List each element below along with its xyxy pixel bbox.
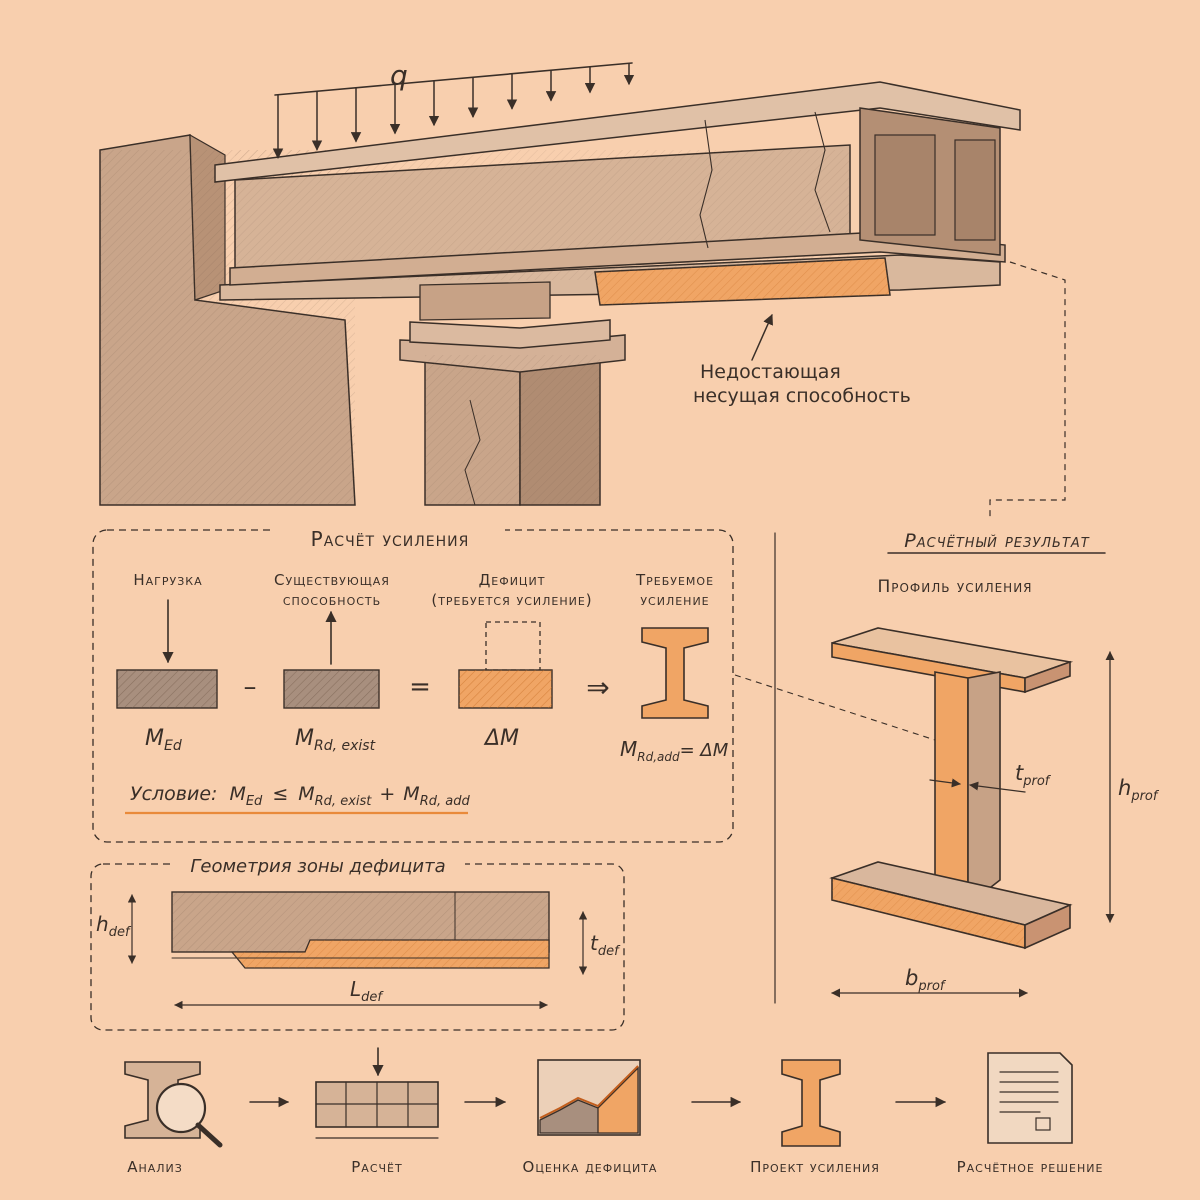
workflow-step-label: Расчёт: [351, 1158, 402, 1176]
top-slab: [214, 81, 1021, 183]
calc-required-profile-icon: [641, 627, 709, 719]
structure-illustration: [99, 81, 1021, 506]
reinforcement-project-icon: [781, 1059, 841, 1147]
document-icon: [987, 1052, 1073, 1144]
distributed-load: [272, 62, 635, 160]
missing-capacity-line2: несущая способность: [693, 385, 911, 407]
calc-deficit-label-2: (требуется усиление): [431, 591, 592, 609]
workflow-step-label: Проект усиления: [750, 1158, 880, 1176]
calc-m-rd-exist: MRd, exist: [295, 726, 376, 754]
profile-leader-dashed: [734, 674, 936, 741]
reinforcement-profile: [829, 627, 1074, 950]
t-def-label: tdef: [590, 931, 621, 959]
missing-capacity-annotation: Недостающая несущая способность: [693, 314, 911, 407]
workflow-step-label: Оценка дефицита: [523, 1158, 658, 1176]
calc-existing-label-1: Существующая: [274, 571, 390, 589]
calc-arrow: ⇒: [586, 671, 609, 704]
profile-label: Профиль усиления: [877, 577, 1032, 597]
calc-deficit-dashed: [485, 621, 541, 671]
workflow-step-label: Анализ: [127, 1158, 183, 1176]
calc-condition: Условие:MEd≤MRd, exist+MRd, add: [130, 783, 470, 809]
calc-delta-m: ΔM: [483, 726, 519, 751]
workflow: [124, 1047, 1073, 1148]
calc-required-label-1: Требуемое: [635, 571, 714, 589]
calc-title: Расчёт усиления: [311, 527, 470, 551]
workflow-step-label: Расчётное решение: [957, 1158, 1104, 1176]
calculation-icon: [315, 1047, 439, 1139]
calc-m-ed: MEd: [145, 726, 182, 754]
load-symbol-q: q: [390, 59, 408, 92]
b-prof-label: bprof: [905, 966, 947, 994]
calc-existing-label-2: способность: [283, 591, 381, 609]
t-prof-label: tprof: [1015, 761, 1052, 789]
calc-load-label: Нагрузка: [133, 571, 202, 589]
h-prof-label: hprof: [1118, 776, 1160, 804]
calc-minus: –: [244, 672, 257, 702]
result-leader-dashed: [989, 261, 1066, 520]
geometry-title: Геометрия зоны дефицита: [190, 856, 445, 877]
t-prof-arrow: [969, 781, 1026, 793]
calc-equals: =: [409, 672, 431, 702]
result-title: Расчётный результат: [904, 530, 1090, 552]
analysis-icon: [124, 1061, 223, 1148]
calc-required-label-2: усиление: [640, 591, 709, 609]
missing-capacity-line1: Недостающая: [700, 361, 841, 383]
l-def-label: Ldef: [350, 977, 384, 1005]
calc-m-rd-add: MRd,add= ΔM: [620, 737, 729, 764]
deficit-chart-icon: [537, 1059, 641, 1136]
h-def-label: hdef: [96, 912, 132, 940]
calc-deficit-label-1: Дефицит: [479, 571, 546, 589]
